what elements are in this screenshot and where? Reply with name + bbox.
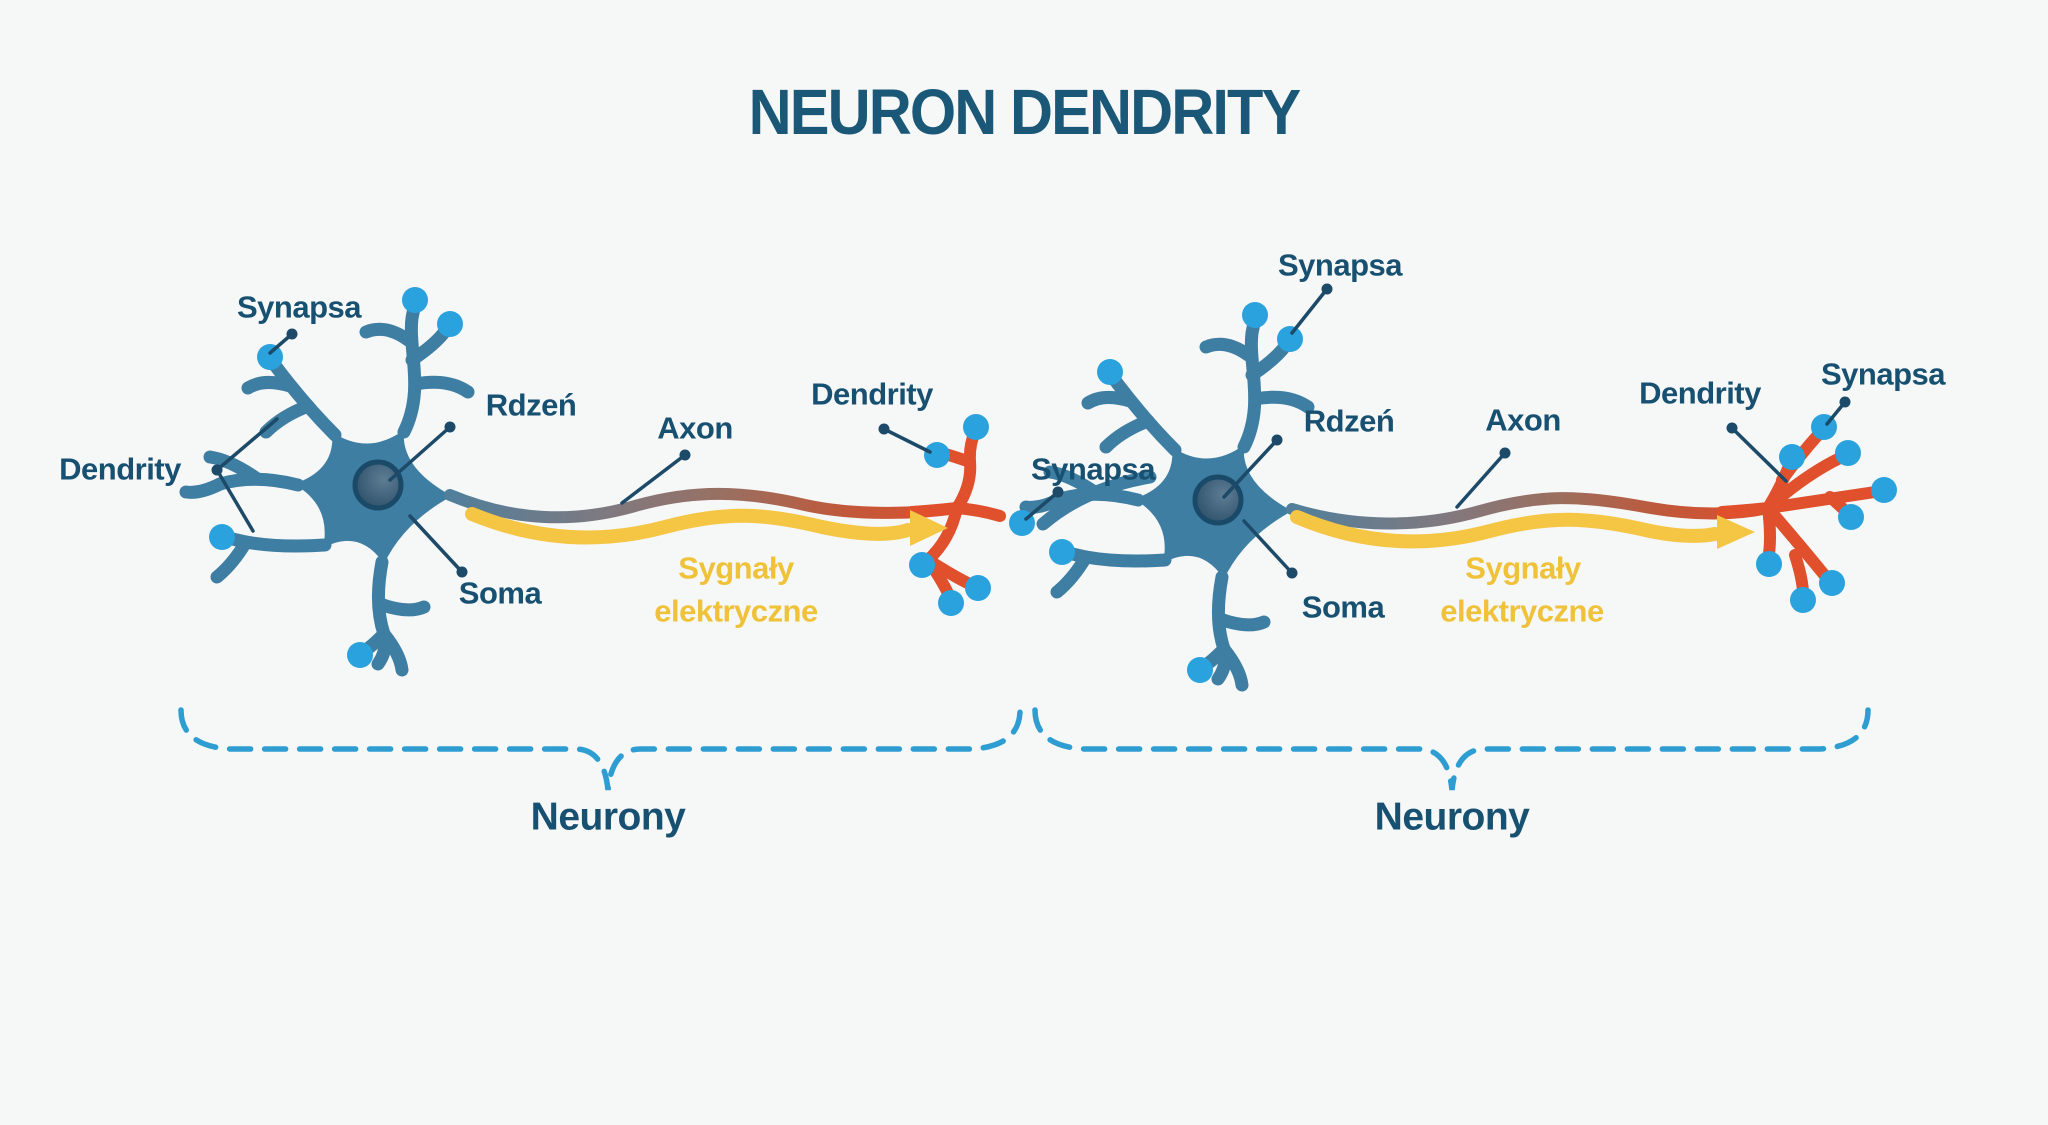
label-axon-2: Axon xyxy=(1485,402,1561,438)
label-synapsa-1: Synapsa xyxy=(236,289,362,325)
label-signals-1-line2: elektryczne xyxy=(654,593,818,629)
label-signals-2-line2: elektryczne xyxy=(1440,593,1604,629)
leader-axon-2 xyxy=(1455,447,1511,509)
group-brace-1 xyxy=(178,707,1023,791)
label-rdzen-1: Rdzeń xyxy=(485,387,577,423)
label-neurony-group-2: Neurony xyxy=(1374,795,1530,839)
axon-terminal-1 xyxy=(906,414,1006,616)
label-neurony-group-1: Neurony xyxy=(530,795,686,839)
axon-terminal-2 xyxy=(1716,414,1897,613)
label-synapse-junction: Synapsa xyxy=(1030,451,1156,487)
leader-synapsa-2 xyxy=(1290,283,1333,335)
page-title: NEURON DENDRITY xyxy=(748,76,1302,148)
label-rdzen-2: Rdzeń xyxy=(1303,403,1395,439)
signal-arrow-2 xyxy=(1290,510,1755,549)
leader-synapsa-1 xyxy=(268,328,298,355)
neuron-1-cell xyxy=(186,287,468,670)
label-dendrity-1: Dendrity xyxy=(59,451,181,487)
axon-2 xyxy=(1286,492,1774,530)
leader-terminal-dendrity-1 xyxy=(878,423,932,454)
neuron-2-dendrite-junction xyxy=(1036,470,1157,531)
leader-dendrity-1 xyxy=(211,417,279,533)
label-terminal-dendrity-1: Dendrity xyxy=(811,376,933,412)
leader-rdzen-2 xyxy=(1222,434,1283,499)
group-brace-2 xyxy=(1032,707,1871,791)
leader-soma-1 xyxy=(408,514,468,578)
leader-lines xyxy=(211,283,1851,579)
leader-axon-1 xyxy=(620,449,691,505)
neuron-2-cell xyxy=(1026,302,1308,685)
label-signals-1-line1: Sygnały xyxy=(678,550,794,586)
leader-synapsa-terminal-2 xyxy=(1825,396,1851,426)
label-synapsa-terminal-2: Synapsa xyxy=(1820,356,1946,392)
leader-rdzen-1 xyxy=(388,421,456,482)
terminal-2-synapse-dots xyxy=(1756,414,1897,613)
axon-1 xyxy=(444,487,963,524)
leader-soma-2 xyxy=(1242,519,1298,579)
label-soma-1: Soma xyxy=(458,575,542,611)
label-soma-2: Soma xyxy=(1301,589,1385,625)
label-signals-2-line1: Sygnały xyxy=(1465,550,1581,586)
leader-synapse-junction xyxy=(1024,486,1064,521)
terminal-1-synapse-dots xyxy=(909,414,991,616)
label-axon-1: Axon xyxy=(657,410,733,446)
leader-dendrity-2 xyxy=(1726,422,1788,483)
label-synapsa-2: Synapsa xyxy=(1277,247,1403,283)
signal-arrow-1 xyxy=(465,507,948,546)
label-dendrity-2: Dendrity xyxy=(1639,375,1761,411)
